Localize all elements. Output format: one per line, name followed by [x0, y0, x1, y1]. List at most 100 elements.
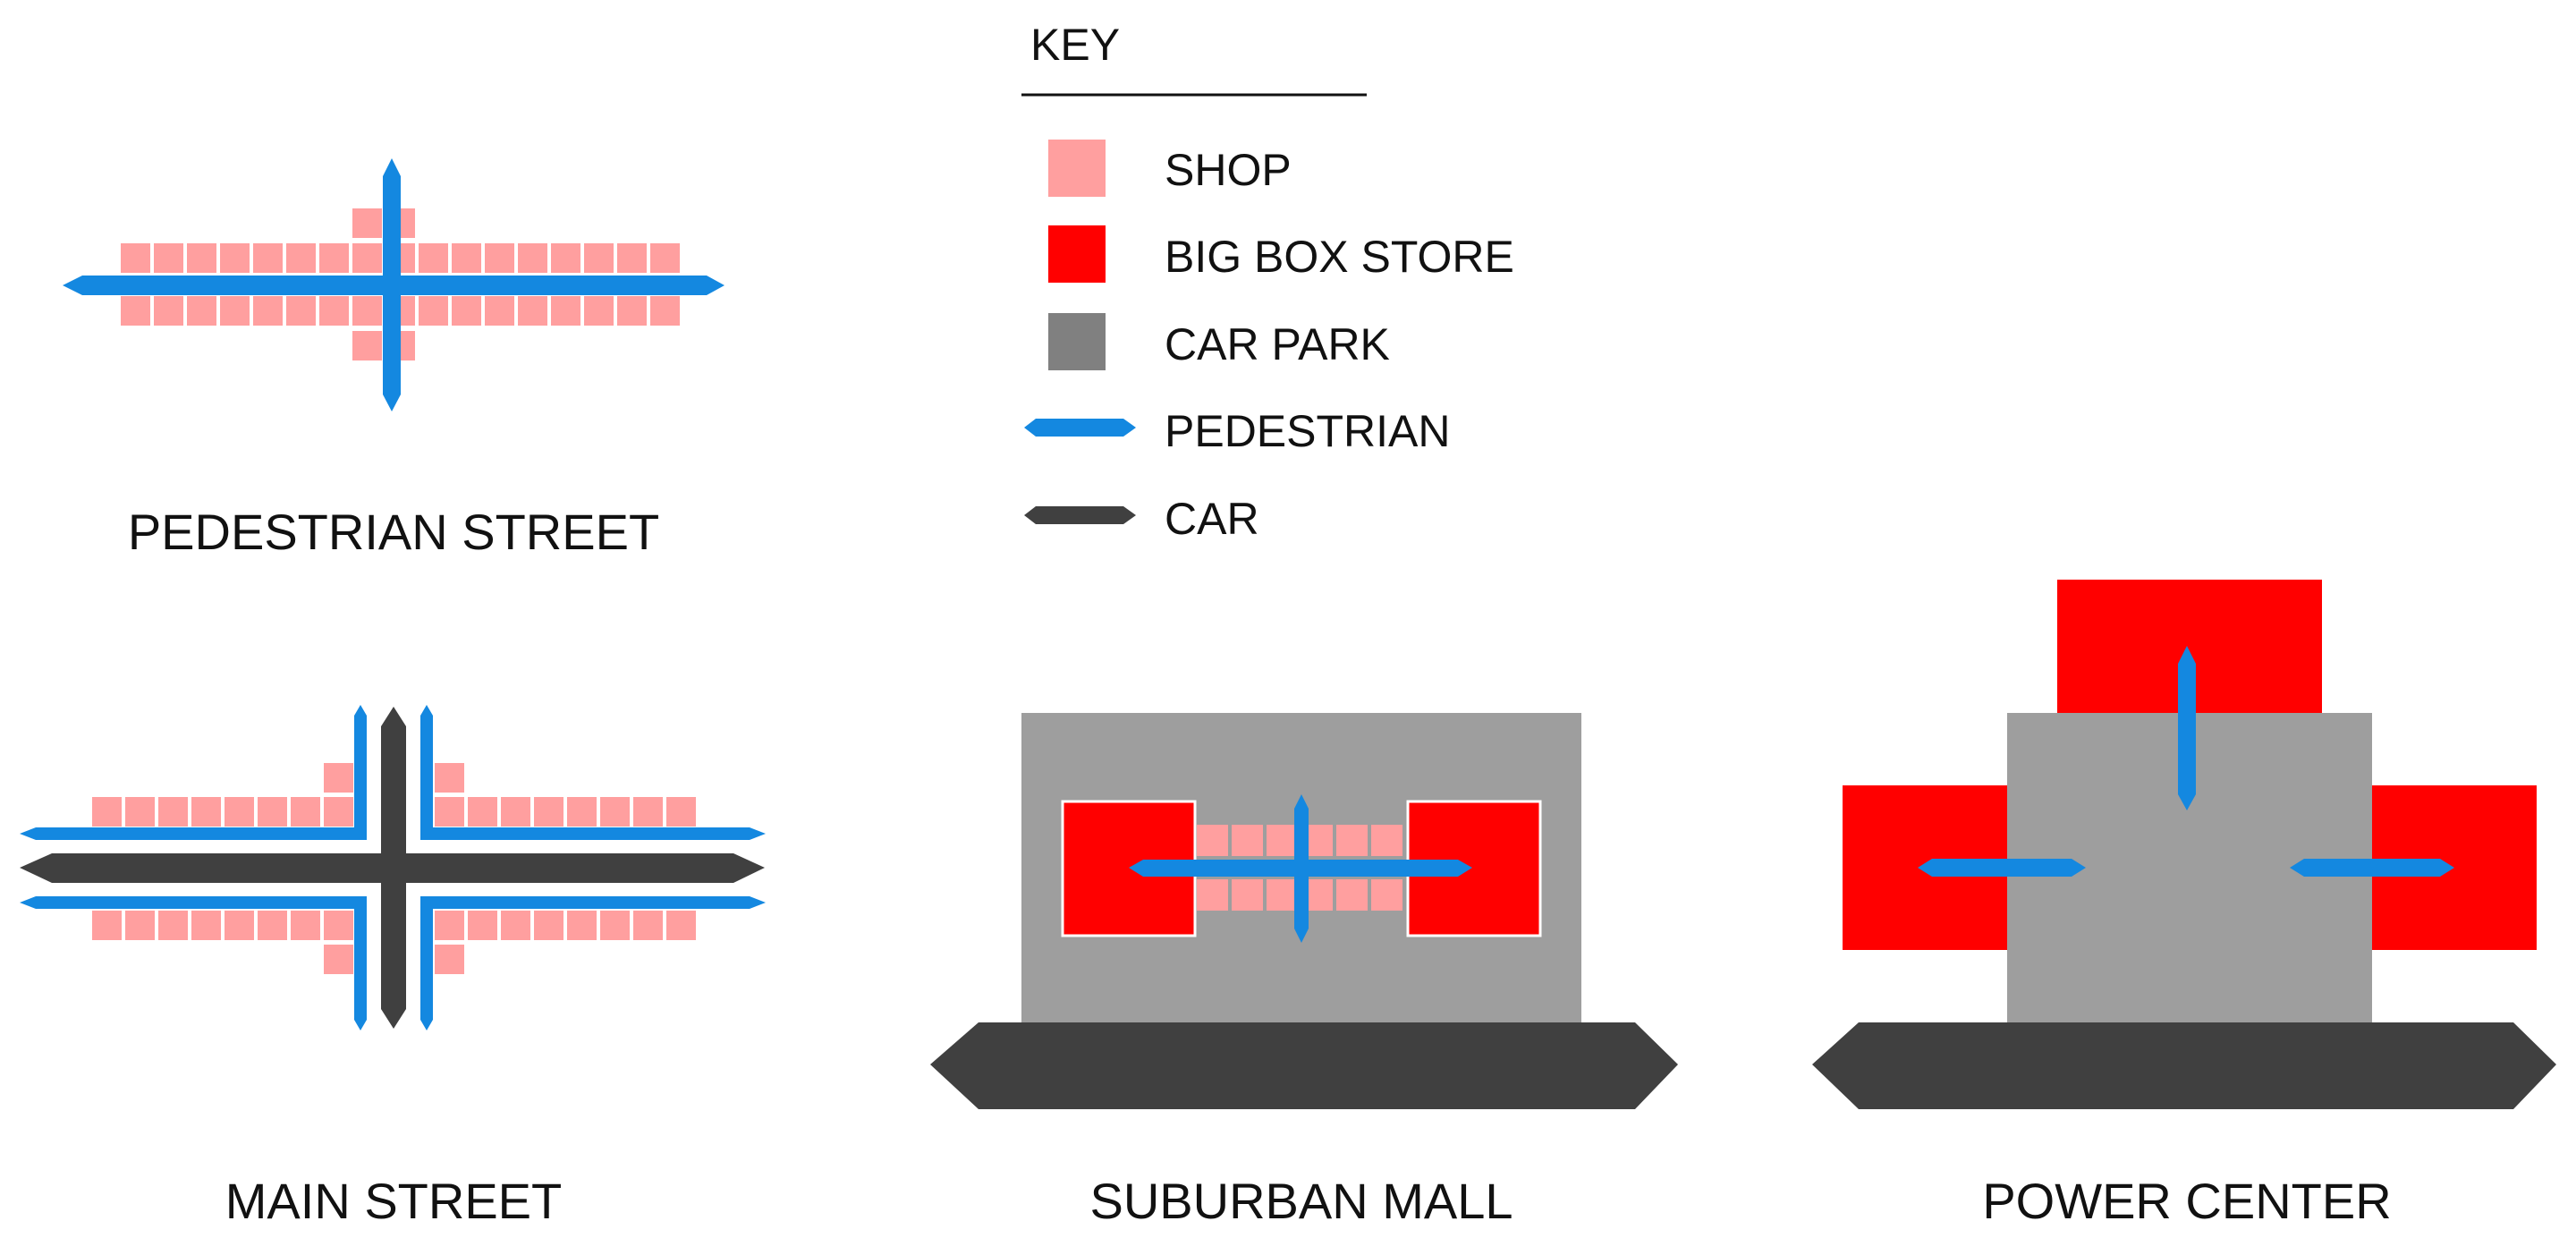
shop-unit — [187, 243, 216, 273]
shop-unit — [452, 243, 481, 273]
shop-unit — [291, 911, 320, 940]
shop-unit — [452, 296, 481, 326]
shop-unit — [1371, 879, 1402, 911]
shop-unit — [551, 243, 580, 273]
shop-unit — [650, 243, 680, 273]
shop-unit — [534, 911, 564, 940]
shop-unit — [633, 797, 663, 827]
power-pedestrian-path-right — [2290, 859, 2454, 877]
power-center-caption: POWER CENTER — [1982, 1173, 2391, 1229]
shop-unit — [419, 296, 448, 326]
shop-unit — [518, 296, 547, 326]
power-pedestrian-path-top — [2178, 646, 2196, 810]
shop-unit — [1336, 825, 1368, 856]
pedestrian-path-vertical — [383, 158, 401, 411]
shop-unit — [92, 911, 122, 940]
pedestrian-arrow-icon — [1024, 419, 1136, 437]
key-label-shop: SHOP — [1165, 145, 1292, 195]
shop-unit — [501, 911, 530, 940]
shop-swatch — [1048, 140, 1106, 197]
main-street-caption: MAIN STREET — [225, 1173, 562, 1229]
shop-unit — [154, 243, 183, 273]
shop-unit — [191, 911, 221, 940]
shop-unit — [158, 911, 188, 940]
shop-unit — [125, 797, 155, 827]
shop-unit — [319, 243, 349, 273]
suburban-mall-panel: SUBURBAN MALL — [930, 713, 1678, 1229]
shop-unit — [319, 296, 349, 326]
shop-unit — [584, 296, 614, 326]
shop-unit — [352, 296, 382, 326]
shop-unit — [1232, 825, 1263, 856]
shop-unit — [125, 911, 155, 940]
shop-unit — [324, 763, 353, 793]
shop-unit — [92, 797, 122, 827]
shop-unit — [1232, 879, 1263, 911]
power-pedestrian-path-left — [1918, 859, 2086, 877]
shop-unit — [518, 243, 547, 273]
mall-pedestrian-path-vertical — [1294, 794, 1309, 943]
power-center-panel: POWER CENTER — [1812, 580, 2556, 1229]
key-label-big-box-store: BIG BOX STORE — [1165, 232, 1514, 282]
shop-unit — [485, 296, 514, 326]
shop-unit — [225, 797, 254, 827]
shop-unit — [220, 243, 250, 273]
shop-unit — [485, 243, 514, 273]
car-road-vertical — [381, 707, 406, 1029]
shop-unit — [419, 243, 448, 273]
shop-unit — [501, 797, 530, 827]
pedestrian-street-panel: PEDESTRIAN STREET — [63, 158, 724, 560]
main-street-shops — [92, 763, 696, 974]
shop-unit — [121, 296, 150, 326]
car-park-swatch — [1048, 313, 1106, 370]
shop-unit — [666, 911, 696, 940]
shop-unit — [567, 911, 597, 940]
shop-unit — [253, 243, 283, 273]
shop-unit — [158, 797, 188, 827]
main-street-panel: MAIN STREET — [20, 705, 766, 1229]
shop-unit — [666, 797, 696, 827]
shop-unit — [225, 911, 254, 940]
car-arrow-icon — [1024, 506, 1136, 524]
key-label-car-park: CAR PARK — [1165, 319, 1390, 369]
shop-unit — [584, 243, 614, 273]
big-box-store-swatch — [1048, 225, 1106, 283]
shop-unit — [187, 296, 216, 326]
key-legend: KEY SHOP BIG BOX STORE CAR PARK PEDESTRI… — [1021, 20, 1514, 544]
shop-unit — [352, 208, 382, 238]
shop-unit — [286, 243, 316, 273]
shop-unit — [600, 797, 630, 827]
shop-unit — [253, 296, 283, 326]
shop-unit — [352, 243, 382, 273]
pedestrian-street-shops — [121, 208, 680, 360]
shop-unit — [154, 296, 183, 326]
shop-unit — [258, 797, 287, 827]
key-title: KEY — [1030, 20, 1120, 70]
shop-unit — [1267, 825, 1298, 856]
shop-unit — [324, 945, 353, 974]
key-label-car: CAR — [1165, 494, 1259, 544]
shop-unit — [551, 296, 580, 326]
shop-unit — [435, 945, 464, 974]
shop-unit — [534, 797, 564, 827]
mall-car-road — [930, 1022, 1678, 1109]
shop-unit — [567, 797, 597, 827]
shop-unit — [435, 797, 464, 827]
shop-unit — [258, 911, 287, 940]
shop-unit — [191, 797, 221, 827]
pedestrian-street-caption: PEDESTRIAN STREET — [128, 504, 659, 560]
shop-unit — [617, 243, 647, 273]
shop-unit — [352, 331, 382, 360]
shop-unit — [220, 296, 250, 326]
shop-unit — [435, 763, 464, 793]
shop-unit — [286, 296, 316, 326]
shop-unit — [435, 911, 464, 940]
suburban-mall-caption: SUBURBAN MALL — [1089, 1173, 1513, 1229]
shop-unit — [650, 296, 680, 326]
power-car-road — [1812, 1022, 2556, 1109]
shop-unit — [291, 797, 320, 827]
shop-unit — [600, 911, 630, 940]
shop-unit — [633, 911, 663, 940]
shop-unit — [1336, 879, 1368, 911]
